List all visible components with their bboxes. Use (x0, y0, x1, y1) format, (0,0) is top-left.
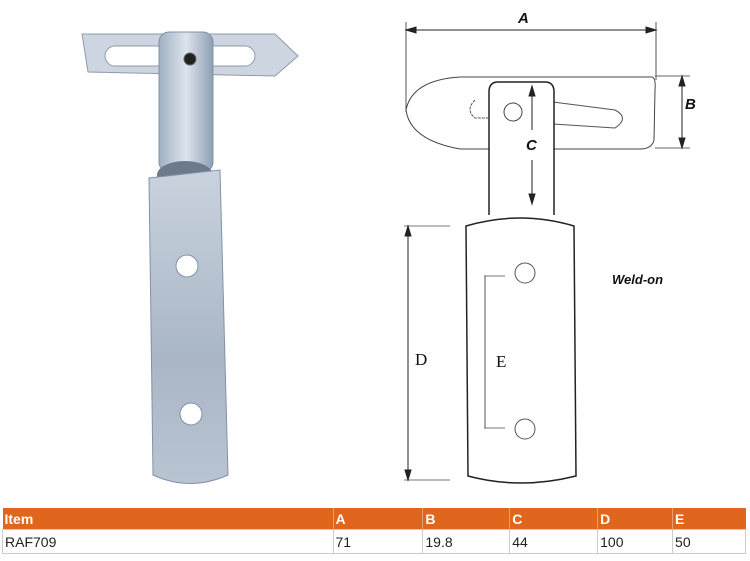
column-header-item: Item (2, 508, 334, 530)
cell-c: 44 (509, 529, 599, 554)
dimension-label-e: E (496, 352, 507, 371)
cell-b: 19.8 (422, 529, 511, 554)
dimension-label-c: C (526, 137, 537, 154)
dimension-label-a: A (518, 10, 529, 27)
cell-a: 71 (332, 529, 424, 554)
column-header-c: C (509, 508, 599, 530)
product-photo (60, 20, 320, 490)
column-header-e: E (672, 508, 746, 530)
column-header-d: D (597, 508, 674, 530)
cell-d: 100 (597, 529, 674, 554)
spec-table-header: Item A B C D E (2, 508, 746, 530)
weld-on-note: Weld-on (612, 272, 664, 287)
column-header-b: B (422, 508, 511, 530)
technical-drawing (390, 0, 750, 495)
table-row: RAF709 71 19.8 44 100 50 (2, 529, 746, 554)
cell-item: RAF709 (2, 529, 334, 554)
dimension-label-d: D (415, 350, 428, 369)
dimension-label-b: B (685, 96, 696, 113)
spec-table: Item A B C D E RAF709 71 19.8 44 100 50 (2, 508, 746, 554)
cell-e: 50 (672, 529, 746, 554)
column-header-a: A (333, 508, 424, 530)
